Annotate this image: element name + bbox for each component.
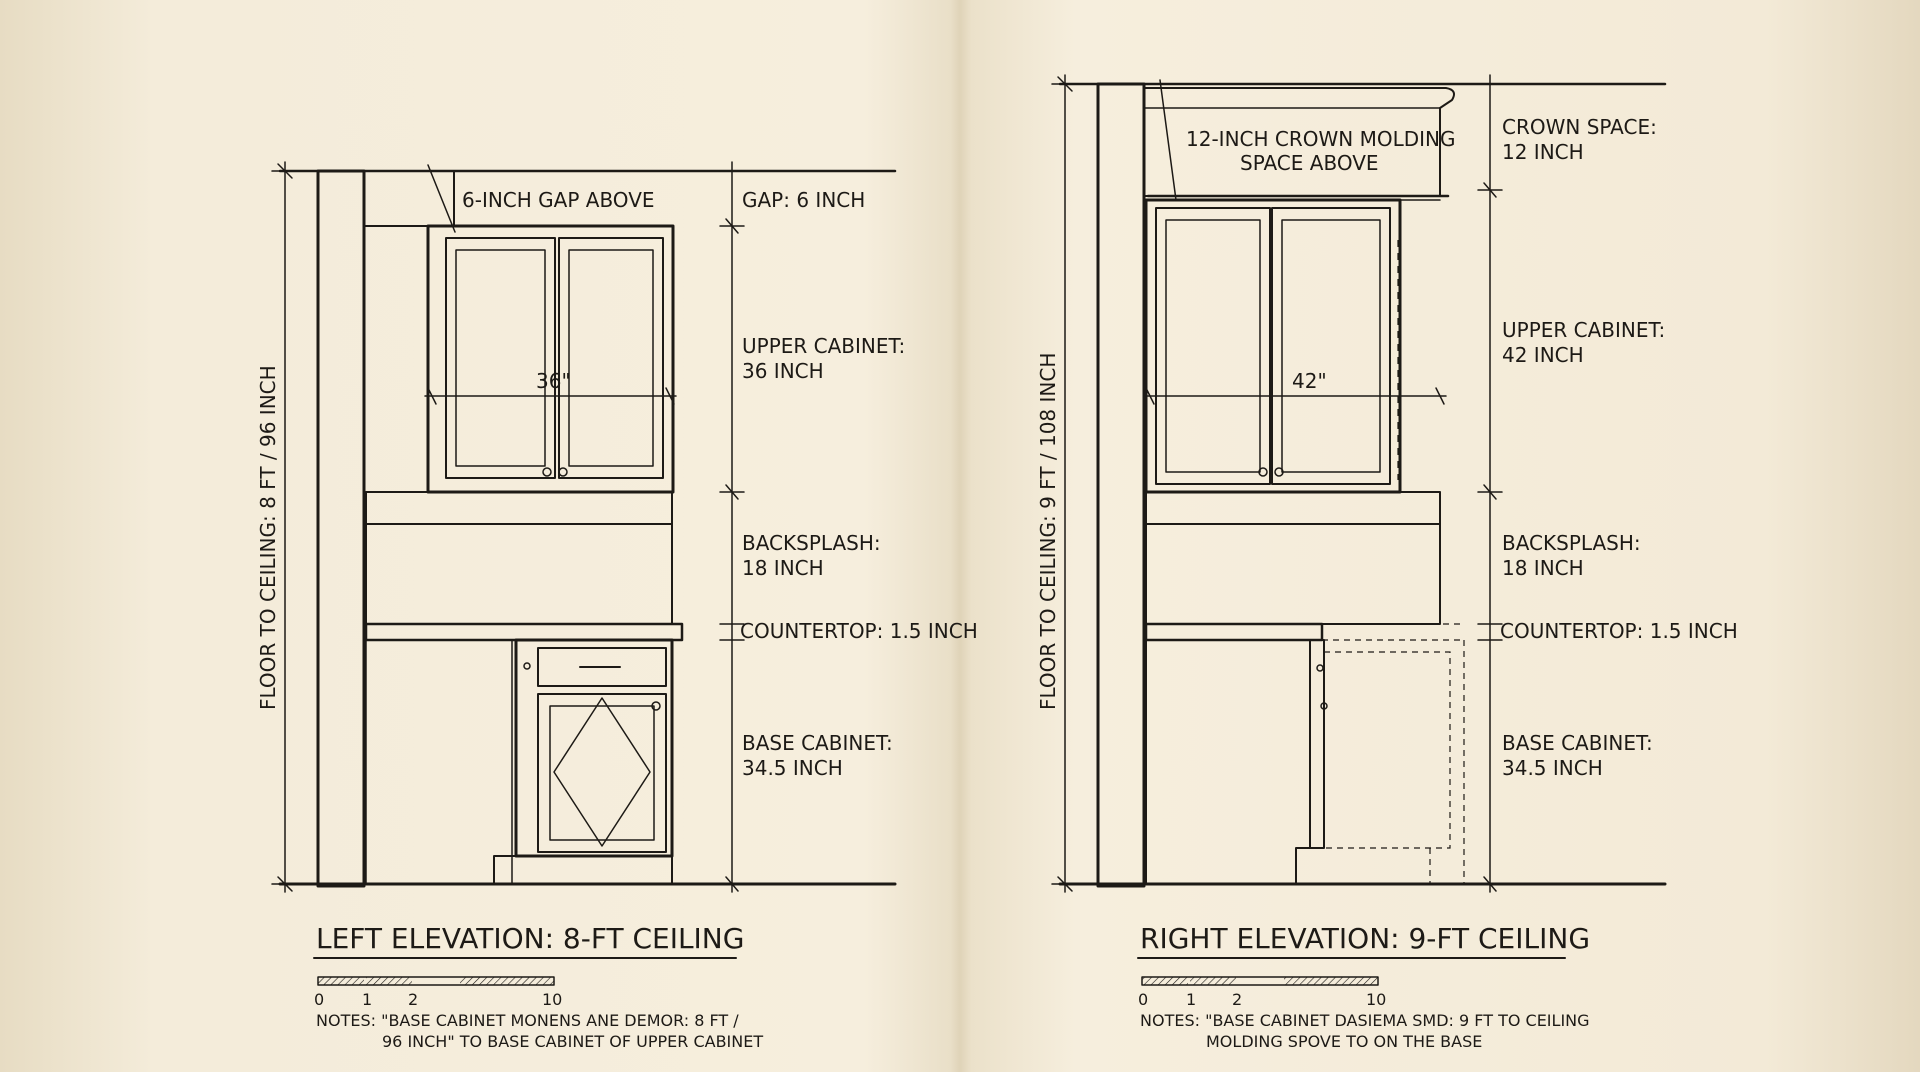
left-dimension-chain <box>719 161 745 893</box>
right-backsplash <box>1145 491 1441 625</box>
right-scale-1: 1 <box>1186 990 1196 1009</box>
left-notes-line2: 96 INCH" TO BASE CABINET OF UPPER CABINE… <box>382 1032 763 1051</box>
left-scale-0: 0 <box>314 990 324 1009</box>
right-dim-base-line2: 34.5 INCH <box>1502 756 1603 780</box>
left-base-open-space <box>365 639 513 885</box>
right-upper-width-label: 42" <box>1292 369 1327 393</box>
left-scale-2: 2 <box>408 990 418 1009</box>
right-vertical-label: FLOOR TO CEILING: 9 FT / 108 INCH <box>1036 353 1060 710</box>
left-wall <box>316 169 366 888</box>
left-dim-upper-line2: 36 INCH <box>742 359 824 383</box>
left-base-cabinet <box>493 638 674 885</box>
right-dim-base-line1: BASE CABINET: <box>1502 731 1653 755</box>
right-dim-upper-line1: UPPER CABINET: <box>1502 318 1665 342</box>
right-scale-bar: 0 1 2 10 <box>1138 976 1386 1009</box>
right-dim-upper-line2: 42 INCH <box>1502 343 1584 367</box>
right-notes-line2: MOLDING SPOVE TO ON THE BASE <box>1206 1032 1482 1051</box>
right-dim-crown-line1: CROWN SPACE: <box>1502 115 1657 139</box>
left-elevation-title: LEFT ELEVATION: 8-FT CEILING <box>316 922 744 955</box>
left-gap-space <box>363 170 455 227</box>
right-dim-crown-line2: 12 INCH <box>1502 140 1584 164</box>
left-dim-upper-line1: UPPER CABINET: <box>742 334 905 358</box>
left-dim-base-line1: BASE CABINET: <box>742 731 893 755</box>
right-dimension-chain <box>1477 74 1503 893</box>
right-crown-molding-space <box>1143 79 1455 201</box>
left-dim-gap: GAP: 6 INCH <box>742 188 865 212</box>
right-elevation-title: RIGHT ELEVATION: 9-FT CEILING <box>1140 922 1590 955</box>
left-upper-cabinet <box>424 224 677 494</box>
left-scale-1: 1 <box>362 990 372 1009</box>
right-dim-backsplash-line2: 18 INCH <box>1502 556 1584 580</box>
left-dim-backsplash-line2: 18 INCH <box>742 556 824 580</box>
left-notes-line1: NOTES: "BASE CABINET MONENS ANE DEMOR: 8… <box>316 1011 739 1030</box>
right-crown-label-line2: SPACE ABOVE <box>1240 151 1379 175</box>
right-notes-line1: NOTES: "BASE CABINET DASIEMA SMD: 9 FT T… <box>1140 1011 1590 1030</box>
right-crown-label-line1: 12-INCH CROWN MOLDING <box>1186 127 1455 151</box>
right-base-cabinet <box>1145 639 1465 885</box>
left-dim-countertop: COUNTERTOP: 1.5 INCH <box>740 619 978 643</box>
right-upper-cabinet <box>1143 198 1447 494</box>
left-elevation: 6-INCH GAP ABOVE 36" GAP: 6 INCH UPPER C… <box>256 161 978 1051</box>
right-elevation: 12-INCH CROWN MOLDING SPACE ABOVE 42" CR… <box>1036 74 1738 1051</box>
right-countertop <box>1144 622 1324 642</box>
right-scale-0: 0 <box>1138 990 1148 1009</box>
right-scale-2: 2 <box>1232 990 1242 1009</box>
right-wall <box>1096 82 1146 888</box>
right-dim-countertop: COUNTERTOP: 1.5 INCH <box>1500 619 1738 643</box>
right-dim-backsplash-line1: BACKSPLASH: <box>1502 531 1641 555</box>
left-upper-width-label: 36" <box>536 369 571 393</box>
left-dim-backsplash-line1: BACKSPLASH: <box>742 531 881 555</box>
left-vertical-label: FLOOR TO CEILING: 8 FT / 96 INCH <box>256 365 280 710</box>
left-gap-label: 6-INCH GAP ABOVE <box>462 188 655 212</box>
left-scale-10: 10 <box>542 990 562 1009</box>
left-countertop <box>364 622 684 642</box>
right-scale-10: 10 <box>1366 990 1386 1009</box>
left-backsplash <box>365 491 673 625</box>
left-dim-base-line2: 34.5 INCH <box>742 756 843 780</box>
left-scale-bar: 0 1 2 10 <box>314 976 562 1009</box>
